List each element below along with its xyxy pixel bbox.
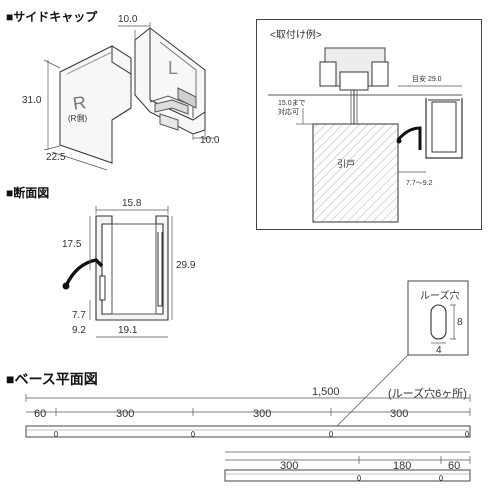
- dim-range: 7.7〜9.2: [406, 180, 433, 187]
- cross-section-drawing: [62, 206, 173, 338]
- dim-left: 17.5: [62, 239, 82, 250]
- base-plan-heading: ■ベース平面図: [6, 371, 98, 387]
- base-hole-markers: [54, 431, 469, 481]
- r-side-label: (R側): [68, 114, 88, 123]
- r-mark: R: [71, 92, 88, 114]
- dim-top-seg-2: 300: [253, 408, 272, 420]
- dim-height: 31.0: [22, 95, 42, 106]
- cross-section-heading: ■断面図: [6, 186, 50, 200]
- loose-hole-note: (ルーズ穴6ヶ所): [388, 388, 467, 400]
- install-title: <取付け例>: [270, 30, 322, 41]
- loose-hole-title: ルーズ穴: [420, 291, 460, 302]
- dim-bottom-width: 19.1: [118, 325, 138, 336]
- dim-upto-1: 15.0まで: [278, 100, 306, 107]
- dim-bottom-a: 7.7: [72, 310, 86, 321]
- dim-total: 1,500: [312, 386, 340, 398]
- loose-hole-drawing: [330, 280, 469, 433]
- dim-depth: 10.0: [200, 135, 220, 146]
- dim-hole-width: 4: [436, 345, 442, 356]
- side-cap-heading: ■サイドキャップ: [6, 10, 98, 24]
- dim-top: 15.8: [122, 198, 142, 209]
- l-mark: L: [168, 58, 179, 78]
- dim-right: 29.9: [176, 260, 196, 271]
- dim-bottom-b: 9.2: [72, 325, 86, 336]
- dim-width: 22.5: [46, 152, 66, 163]
- dim-bottom-seg-2: 60: [448, 460, 461, 472]
- dim-upto-2: 対応可: [278, 109, 299, 116]
- dim-top-seg-3: 300: [390, 408, 409, 420]
- dim-bottom-seg-1: 180: [393, 460, 412, 472]
- side-cap-r-drawing: [43, 45, 132, 171]
- dim-bottom-seg-0: 300: [280, 460, 299, 472]
- install-example-box: [256, 19, 482, 230]
- dim-hole-height: 8: [457, 317, 463, 328]
- dim-top-seg-1: 300: [116, 408, 135, 420]
- base-plan-drawing: [25, 394, 471, 482]
- install-example-drawing: [268, 47, 463, 223]
- side-cap-l-drawing: [118, 22, 215, 140]
- door-label: 引戸: [337, 159, 356, 169]
- dim-top-seg-0: 60: [34, 408, 47, 420]
- dim-top-right: 10.0: [118, 14, 138, 25]
- dim-guide: 目安 29.0: [412, 76, 442, 83]
